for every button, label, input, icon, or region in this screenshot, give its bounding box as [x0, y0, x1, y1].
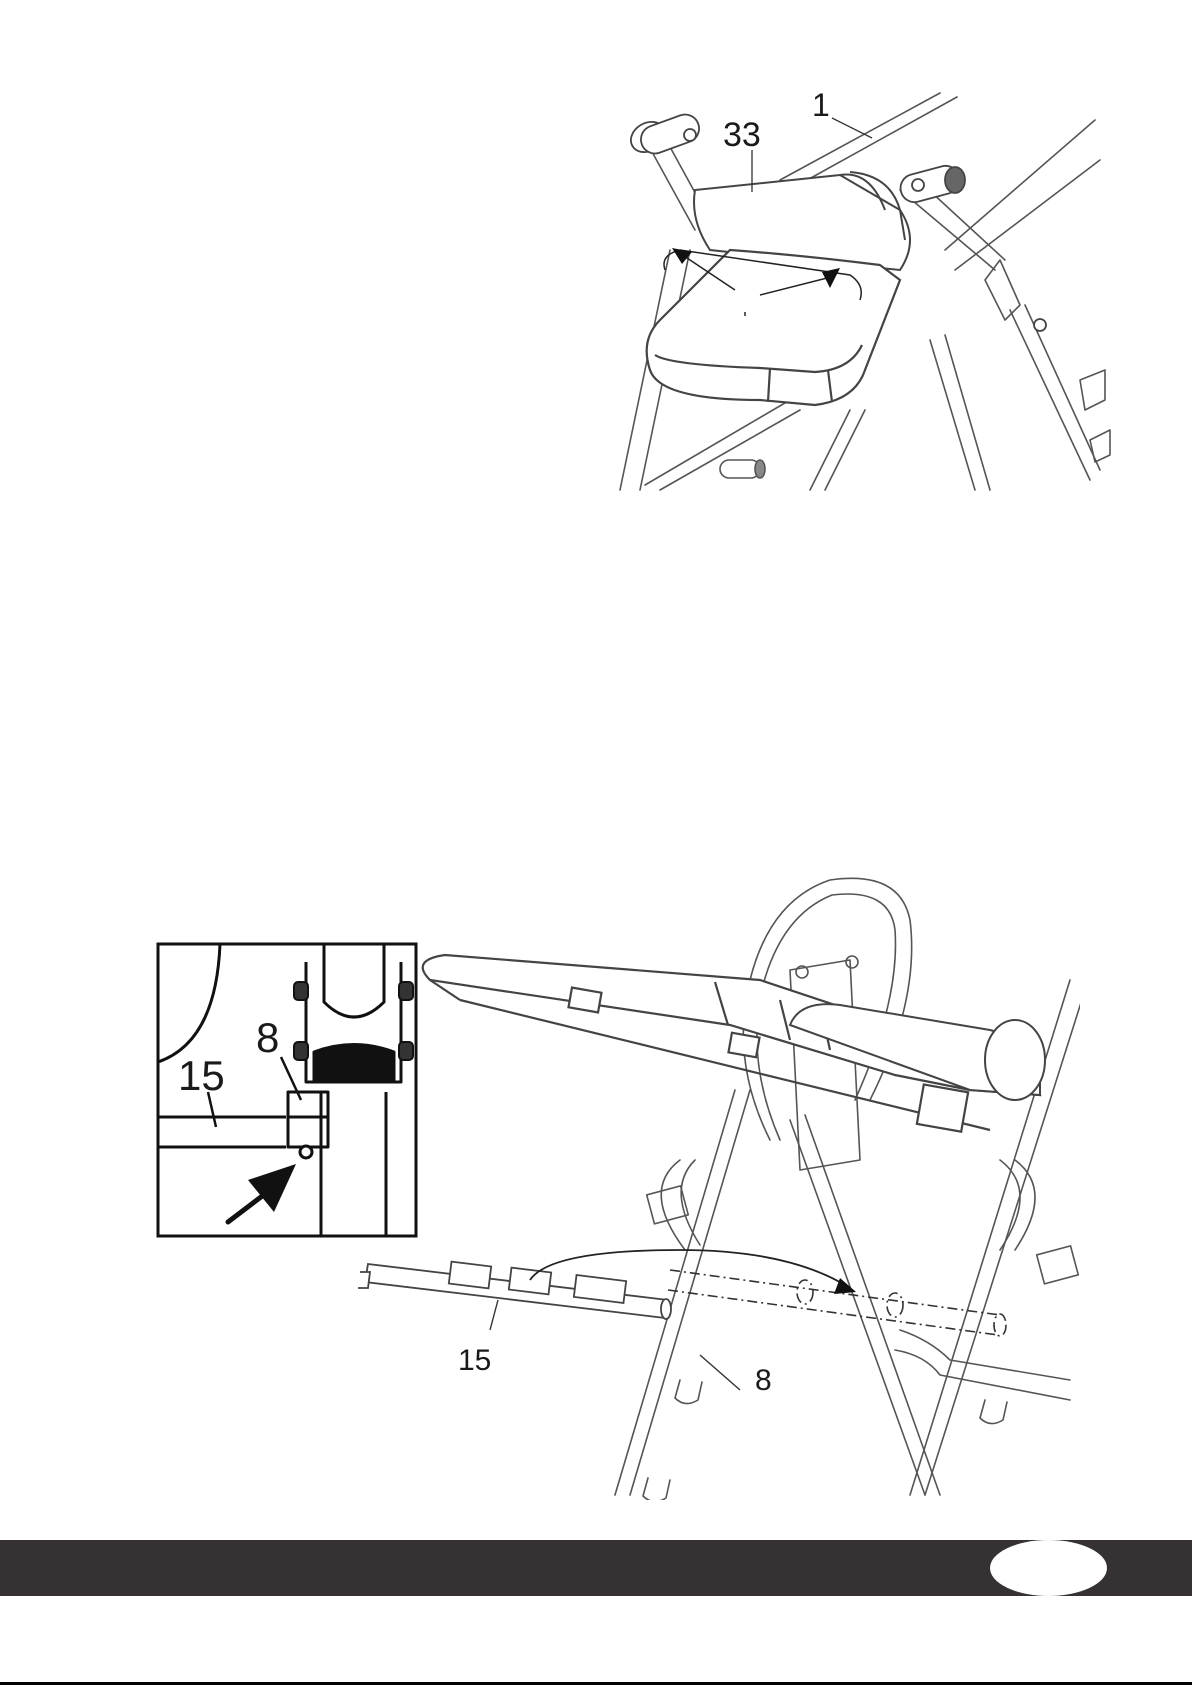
figure-top-roller-assembly: 33 1 — [600, 80, 1120, 500]
callout-bar-label: 15 — [458, 1344, 491, 1377]
figure-bottom-bar-insertion: 15 8 — [350, 860, 1080, 1500]
detail-bar-label: 15 — [178, 1052, 225, 1099]
detail-frame-label: 8 — [256, 1014, 279, 1061]
callout-roller-label: 33 — [723, 116, 761, 154]
page-number — [990, 1540, 1107, 1596]
callout-frame-label: 8 — [755, 1364, 772, 1397]
callout-seat-label: 1 — [812, 87, 830, 123]
